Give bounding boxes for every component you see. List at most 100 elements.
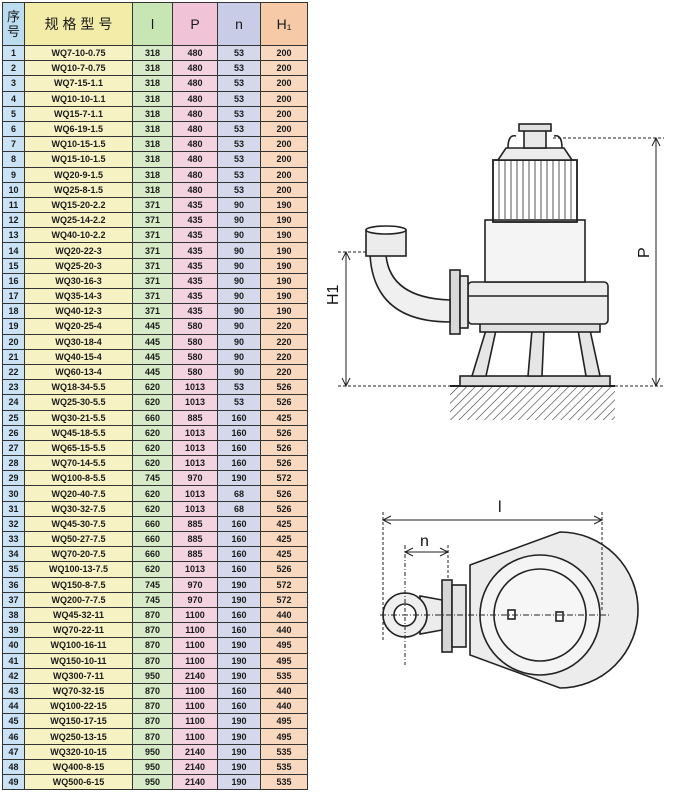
cell-n: 160	[217, 530, 261, 548]
cell-n: 90	[217, 227, 261, 244]
cell-index: 38	[2, 606, 25, 624]
cell-n: 90	[217, 333, 261, 350]
cell-l: 745	[132, 470, 173, 487]
cell-h1: 190	[260, 227, 308, 244]
cell-p: 435	[172, 227, 218, 244]
cell-h1: 200	[260, 44, 308, 62]
cell-index: 36	[2, 576, 25, 593]
cell-p: 480	[172, 136, 218, 153]
cell-model: WQ25-14-2.2	[24, 212, 133, 229]
cell-index: 1	[2, 44, 25, 62]
cell-index: 30	[2, 485, 25, 502]
cell-p: 885	[172, 515, 218, 533]
cell-model: WQ70-32-15	[24, 682, 133, 700]
cell-h1: 526	[260, 485, 308, 502]
cell-n: 90	[217, 363, 261, 381]
cell-p: 1013	[172, 424, 218, 441]
cell-p: 480	[172, 90, 218, 107]
cell-index: 2	[2, 60, 25, 77]
cell-model: WQ70-20-7.5	[24, 546, 133, 563]
cell-model: WQ400-8-15	[24, 758, 133, 776]
cell-model: WQ35-14-3	[24, 287, 133, 305]
cell-index: 37	[2, 591, 25, 608]
side-view-dimensions	[338, 136, 664, 388]
cell-p: 480	[172, 166, 218, 183]
cell-p: 435	[172, 257, 218, 274]
cell-h1: 526	[260, 424, 308, 441]
cell-p: 480	[172, 120, 218, 138]
cell-h1: 535	[260, 743, 308, 760]
cell-p: 1013	[172, 394, 218, 411]
cell-n: 190	[217, 743, 261, 760]
cell-h1: 495	[260, 713, 308, 730]
cell-h1: 526	[260, 500, 308, 517]
cell-p: 1013	[172, 485, 218, 502]
cell-h1: 440	[260, 682, 308, 700]
cell-model: WQ15-7-1.1	[24, 105, 133, 122]
cell-h1: 440	[260, 606, 308, 624]
cell-h1: 535	[260, 667, 308, 684]
cell-model: WQ15-20-2.2	[24, 196, 133, 214]
cell-l: 371	[132, 272, 173, 290]
cell-index: 12	[2, 212, 25, 229]
cell-p: 970	[172, 576, 218, 593]
cell-p: 1100	[172, 652, 218, 669]
cell-l: 371	[132, 227, 173, 244]
cell-n: 190	[217, 773, 261, 791]
cell-n: 190	[217, 758, 261, 776]
cell-index: 10	[2, 181, 25, 198]
cell-l: 870	[132, 713, 173, 730]
cell-index: 43	[2, 682, 25, 700]
cell-l: 318	[132, 44, 173, 62]
cell-n: 160	[217, 439, 261, 457]
header-h1: H₁	[260, 2, 308, 46]
cell-model: WQ320-10-15	[24, 743, 133, 760]
cell-n: 53	[217, 181, 261, 198]
cell-p: 2140	[172, 667, 218, 684]
cell-model: WQ150-17-15	[24, 713, 133, 730]
cell-l: 870	[132, 622, 173, 639]
cell-l: 745	[132, 576, 173, 593]
cell-h1: 526	[260, 394, 308, 411]
cell-h1: 425	[260, 515, 308, 533]
cell-index: 14	[2, 242, 25, 259]
cell-l: 870	[132, 606, 173, 624]
cell-p: 480	[172, 181, 218, 198]
cell-l: 318	[132, 90, 173, 107]
cell-l: 870	[132, 652, 173, 669]
cell-l: 318	[132, 105, 173, 122]
cell-n: 53	[217, 166, 261, 183]
cell-l: 620	[132, 485, 173, 502]
cell-n: 53	[217, 75, 261, 92]
cell-model: WQ10-10-1.1	[24, 90, 133, 107]
cell-model: WQ45-32-11	[24, 606, 133, 624]
cell-n: 53	[217, 120, 261, 138]
cell-n: 160	[217, 546, 261, 563]
cell-n: 90	[217, 272, 261, 290]
cell-l: 371	[132, 212, 173, 229]
cell-p: 1100	[172, 728, 218, 745]
cell-index: 32	[2, 515, 25, 533]
cell-model: WQ300-7-11	[24, 667, 133, 684]
cell-p: 1100	[172, 622, 218, 639]
cell-index: 8	[2, 151, 25, 168]
cell-model: WQ10-15-1.5	[24, 136, 133, 153]
cell-model: WQ30-16-3	[24, 272, 133, 290]
cell-l: 620	[132, 379, 173, 396]
cell-n: 160	[217, 622, 261, 639]
cell-model: WQ150-10-11	[24, 652, 133, 669]
cell-p: 1013	[172, 561, 218, 578]
